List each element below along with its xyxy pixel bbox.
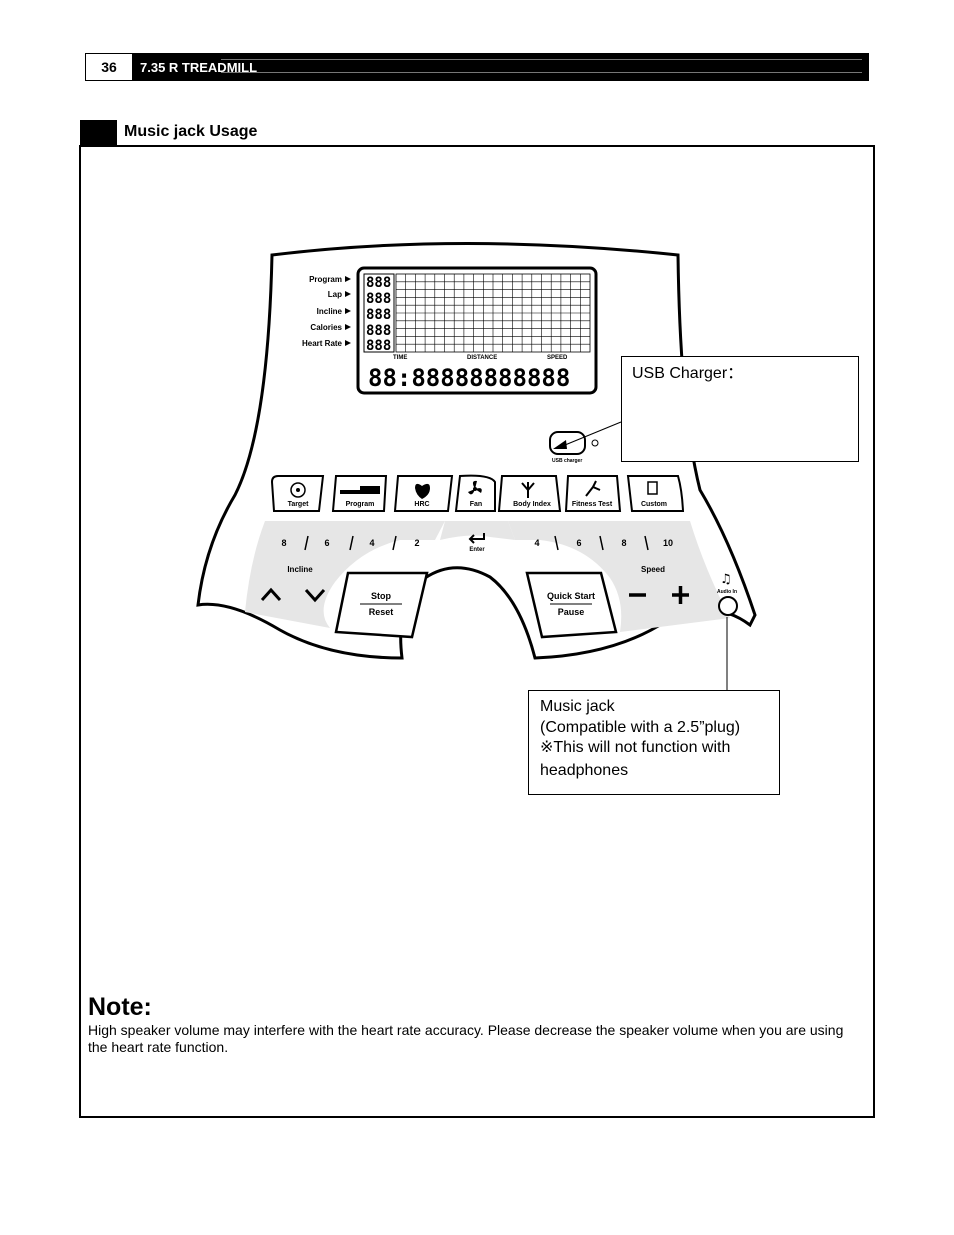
lcd-label-incline: Incline (317, 307, 343, 316)
stop-reset-button (334, 571, 429, 639)
music-jack-callout: Music jack (Compatible with a 2.5”plug) … (528, 690, 780, 795)
incline-number-row: 8 6 4 2 (281, 538, 419, 548)
target-button-label: Target (288, 501, 310, 508)
stop-label: Stop (371, 591, 391, 601)
document-title: 7.35 R TREADMILL (140, 60, 258, 75)
audio-in-label: Audio In (717, 589, 737, 595)
incline-label: Incline (287, 565, 313, 574)
lcd-label-calories: Calories (310, 323, 342, 332)
heart-icon (415, 483, 430, 499)
custom-button-label: Custom (641, 501, 667, 508)
fitness-test-icon (585, 480, 601, 497)
speed-panel (508, 521, 730, 632)
speed-10: 10 (663, 538, 673, 548)
incline-4: 4 (369, 538, 374, 548)
fan-button-label: Fan (470, 501, 482, 508)
usb-led (591, 439, 599, 447)
header-rule (221, 59, 862, 60)
treadmill-console-diagram: 888 888 888 888 888 Program Lap Incline … (196, 242, 757, 660)
svg-text:888: 888 (366, 323, 391, 339)
speed-4: 4 (534, 538, 539, 548)
lcd-label-program: Program (309, 275, 342, 284)
lcd-label-lap: Lap (328, 290, 342, 299)
usb-arrowhead (553, 440, 567, 449)
target-icon (290, 482, 306, 498)
header-rule (221, 72, 862, 73)
body-index-icon (521, 482, 535, 498)
lcd-label-heart-rate: Heart Rate (302, 339, 343, 348)
incline-2: 2 (414, 538, 419, 548)
fan-icon (468, 480, 482, 495)
music-callout-line: Music jack (540, 698, 615, 715)
lcd-digit-stack (363, 273, 395, 353)
music-note-icon: ♫ (720, 572, 732, 587)
svg-text:888: 888 (366, 291, 391, 307)
usb-port-label: USB charger (552, 458, 582, 464)
svg-text:888: 888 (366, 338, 391, 354)
fitness-test-button-label: Fitness Test (572, 501, 613, 508)
svg-text:888: 888 (366, 307, 391, 323)
program-button-label: Program (346, 501, 375, 508)
speed-number-row: 4 6 8 10 (534, 538, 673, 548)
speed-plus-icon (672, 586, 689, 604)
incline-6: 6 (324, 538, 329, 548)
section-marker (80, 120, 117, 145)
lcd-speed-label: SPEED (547, 355, 568, 361)
hrc-button-label: HRC (414, 501, 429, 508)
note-title: Note: (88, 993, 152, 1021)
lcd-segment-digits: 88:88888888888 (368, 364, 570, 392)
content-frame (79, 145, 875, 1118)
audio-in-jack (718, 596, 738, 616)
music-callout-line: headphones (540, 761, 629, 779)
incline-panel (245, 521, 445, 628)
quick-start-pause-button (525, 571, 618, 639)
note-text: High speaker volume may interfere with t… (88, 1022, 844, 1055)
usb-callout-text: USB Charger： (632, 365, 744, 382)
lcd-label-arrows (345, 276, 351, 346)
lcd-distance-label: DISTANCE (467, 355, 497, 361)
program-button-row: Target Program HRC Fan Body Index Fitnes… (270, 474, 685, 512)
lcd-time-label: TIME (393, 355, 407, 361)
svg-text:88:88888888888: 88:88888888888 (368, 364, 570, 392)
speed-8: 8 (621, 538, 626, 548)
usb-leader-line (564, 421, 622, 446)
speed-6: 6 (576, 538, 581, 548)
page-number: 36 (86, 54, 133, 80)
enter-panel (440, 521, 515, 540)
lcd-grid-lines (396, 274, 590, 352)
svg-text:888: 888 (366, 275, 391, 291)
quick-start-label: Quick Start (547, 591, 595, 601)
section-title: Music jack Usage (124, 123, 258, 140)
music-callout-line: (Compatible with a 2.5”plug) (540, 718, 741, 736)
reset-label: Reset (369, 607, 394, 617)
lcd-row-digits: 888 888 888 888 888 (366, 275, 391, 354)
body-index-button-label: Body Index (513, 501, 551, 508)
speed-label: Speed (641, 565, 665, 574)
incline-8: 8 (281, 538, 286, 548)
page-header: 36 7.35 R TREADMILL (85, 53, 869, 81)
enter-icon (468, 533, 485, 544)
incline-down-icon (304, 588, 326, 603)
incline-up-icon (260, 587, 282, 602)
pause-label: Pause (558, 607, 585, 617)
usb-charger-callout: USB Charger： (621, 356, 859, 462)
custom-icon (647, 481, 658, 495)
lcd-label-group: Program Lap Incline Calories Heart Rate (302, 275, 343, 348)
music-callout-line: ※This will not function with (540, 739, 731, 756)
program-bars-icon (340, 486, 380, 494)
enter-label: Enter (469, 547, 485, 553)
